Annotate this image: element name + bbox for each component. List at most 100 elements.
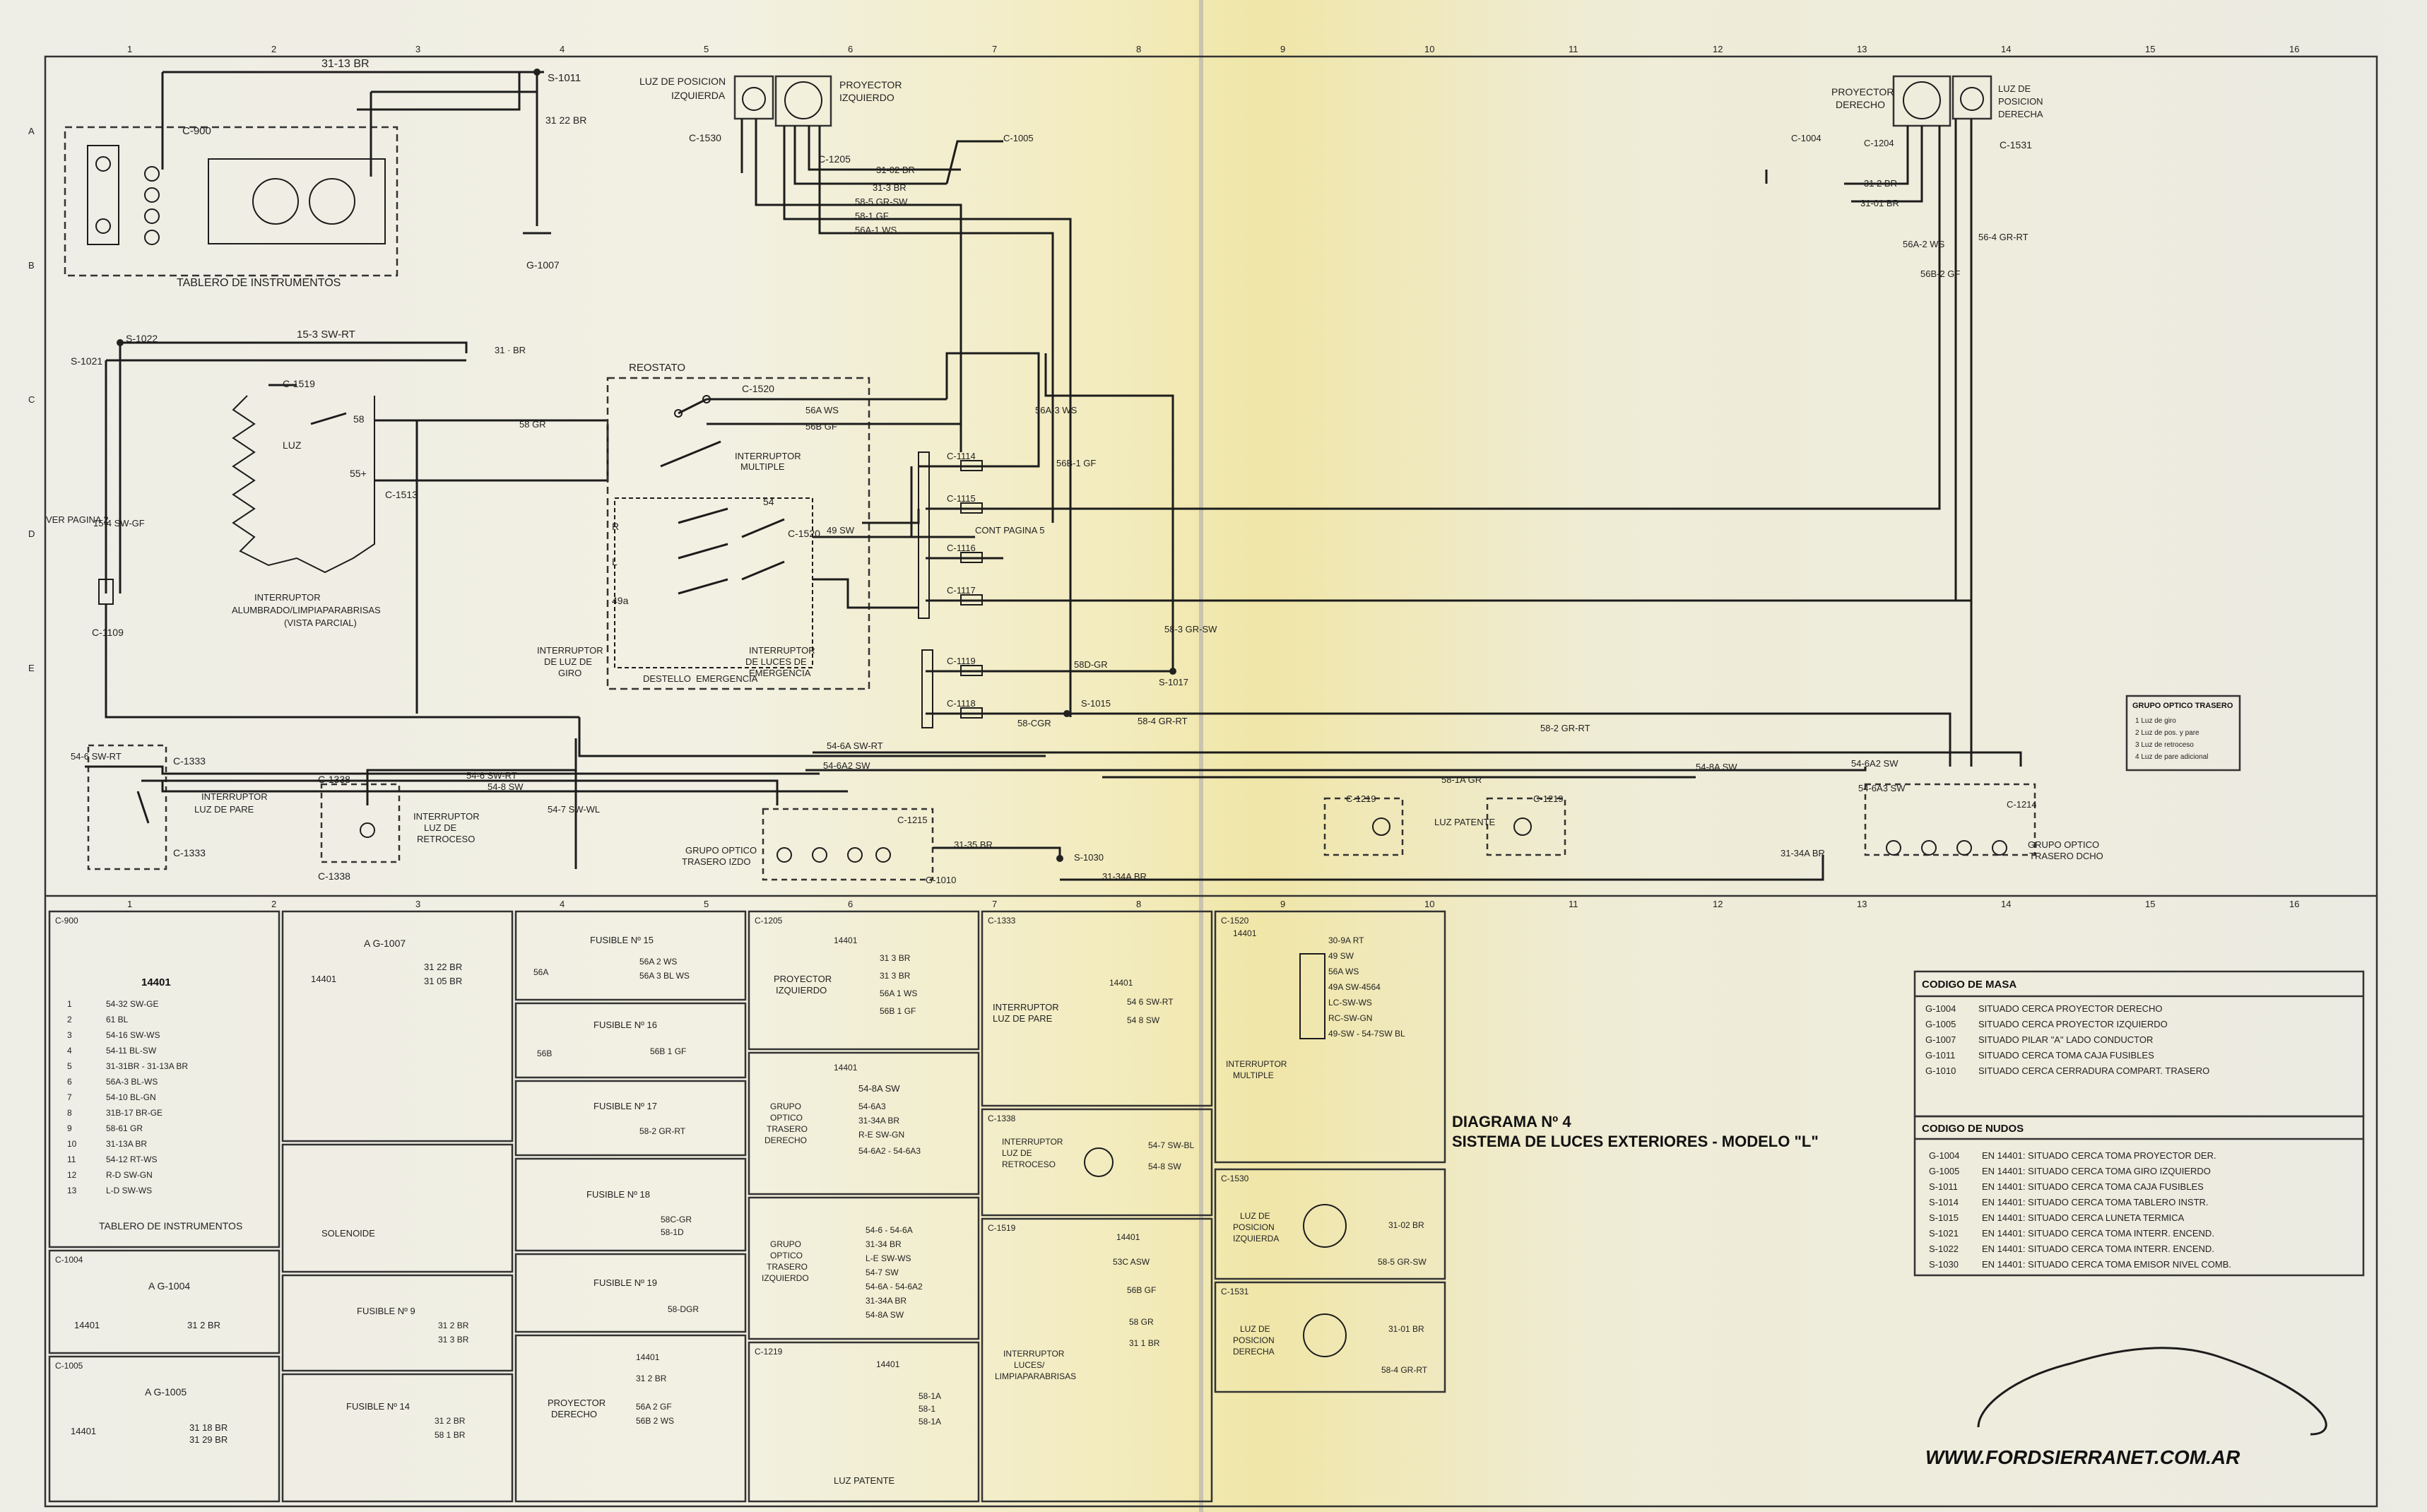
svg-text:56A 2 WS: 56A 2 WS — [639, 957, 677, 967]
svg-text:56B 2 WS: 56B 2 WS — [636, 1416, 674, 1426]
svg-text:TRASERO IZDO: TRASERO IZDO — [682, 856, 751, 867]
svg-text:31 29 BR: 31 29 BR — [189, 1434, 228, 1445]
pin-number: 9 — [67, 1123, 72, 1133]
svg-text:POSICION: POSICION — [1233, 1335, 1275, 1345]
svg-text:G-1007: G-1007 — [526, 259, 560, 271]
pin-wire-label: R-D SW-GN — [106, 1170, 153, 1180]
svg-text:C-1005: C-1005 — [55, 1361, 83, 1371]
svg-text:C-1530: C-1530 — [1221, 1174, 1249, 1183]
lamp-icon — [144, 166, 160, 182]
ground-code-description: SITUADO CERCA PROYECTOR IZQUIERDO — [1978, 1019, 2168, 1029]
svg-text:LUZ DE: LUZ DE — [424, 822, 457, 833]
node-code-description: EN 14401: SITUADO CERCA LUNETA TERMICA — [1982, 1212, 2185, 1223]
pin-number: 2 — [67, 1015, 72, 1024]
outer-frame — [44, 55, 2378, 1508]
svg-text:S-1017: S-1017 — [1159, 677, 1188, 687]
grid-column-label: 6 — [848, 44, 853, 54]
ground-code: G-1007 — [1925, 1034, 1956, 1045]
svg-text:INTERRUPTOR: INTERRUPTOR — [1002, 1137, 1063, 1147]
pin-wire-label: 49-SW - 54-7SW BL — [1328, 1029, 1405, 1039]
switch-contact-icon — [360, 822, 375, 838]
car-silhouette-icon — [1977, 1347, 2327, 1436]
light-wiper-switch: C-1519 LUZ INTERRUPTOR ALUMBRADO/LIMPIAP… — [232, 378, 418, 628]
svg-text:C-1333: C-1333 — [988, 916, 1016, 926]
grid-column-label: 14 — [2001, 899, 2011, 909]
svg-text:31-34A BR: 31-34A BR — [858, 1116, 899, 1126]
svg-text:54-8A SW: 54-8A SW — [858, 1083, 900, 1094]
svg-text:R-E SW-GN: R-E SW-GN — [858, 1130, 904, 1140]
pin-wire-label: 31-31BR - 31-13A BR — [106, 1061, 188, 1071]
svg-text:PROYECTOR: PROYECTOR — [774, 974, 832, 984]
svg-text:C-1205: C-1205 — [818, 153, 851, 165]
svg-text:PROYECTOR: PROYECTOR — [1831, 86, 1894, 98]
svg-text:56B GF: 56B GF — [1127, 1285, 1156, 1295]
svg-text:DERECHO: DERECHO — [551, 1409, 597, 1419]
grid-column-label: 8 — [1136, 44, 1141, 54]
left-headlamp-assembly: LUZ DE POSICION IZQUIERDA PROYECTOR IZQU… — [639, 75, 902, 165]
stop-switch-block: C-1333 C-1333 INTERRUPTOR LUZ DE PARE — [87, 744, 268, 870]
pin-number: 4 — [67, 1046, 72, 1056]
svg-text:31 2 BR: 31 2 BR — [435, 1416, 466, 1426]
svg-text:56B 1 GF: 56B 1 GF — [880, 1006, 916, 1016]
pin-wire-label: LC-SW-WS — [1328, 998, 1372, 1008]
grid-column-label: 9 — [1280, 899, 1285, 909]
grid-column-label: 15 — [2145, 899, 2155, 909]
pin-wire-label: 49 SW — [1328, 951, 1354, 961]
pin-number: 1 — [67, 999, 72, 1009]
svg-text:58-5 GR-SW: 58-5 GR-SW — [855, 196, 908, 207]
grid-column-label: 11 — [1569, 899, 1578, 909]
instrument-panel-block: TABLERO DE INSTRUMENTOS C-900 — [64, 125, 398, 289]
grid-column-label: 5 — [704, 44, 709, 54]
svg-text:INTERRUPTOR: INTERRUPTOR — [537, 645, 603, 656]
svg-text:56B GF: 56B GF — [805, 421, 837, 432]
svg-text:LUZ DE: LUZ DE — [1998, 83, 2031, 94]
svg-text:FUSIBLE Nº 15: FUSIBLE Nº 15 — [590, 935, 654, 945]
svg-text:58-1A: 58-1A — [919, 1391, 941, 1401]
svg-text:56B-2 GF: 56B-2 GF — [1920, 268, 1960, 279]
svg-text:3 Luz de retroceso: 3 Luz de retroceso — [2135, 741, 2194, 749]
svg-text:56B 1 GF: 56B 1 GF — [650, 1046, 686, 1056]
ground-code: G-1010 — [1925, 1065, 1956, 1076]
svg-text:TRASERO: TRASERO — [767, 1124, 808, 1134]
svg-text:S-1022: S-1022 — [126, 333, 158, 344]
diagram-title: DIAGRAMA Nº 4 — [1452, 1113, 1571, 1130]
svg-text:31-01 BR: 31-01 BR — [1388, 1324, 1424, 1334]
ground-code-description: SITUADO CERCA PROYECTOR DERECHO — [1978, 1003, 2163, 1014]
svg-text:58-5 GR-SW: 58-5 GR-SW — [1378, 1257, 1427, 1267]
svg-text:L: L — [612, 556, 618, 567]
pin-wire-label: 31B-17 BR-GE — [106, 1108, 163, 1118]
svg-text:C-1520: C-1520 — [1221, 916, 1249, 926]
fuse-connectors: C-1114 C-1115 C-1116 C-1117 C-1119 C-111… — [918, 451, 1003, 728]
grid-column-label: 4 — [560, 899, 565, 909]
pin-number: 11 — [67, 1154, 76, 1164]
pin-number: 12 — [67, 1170, 77, 1180]
svg-text:58-3 GR-SW: 58-3 GR-SW — [1164, 624, 1217, 634]
svg-text:INTERRUPTOR: INTERRUPTOR — [201, 791, 268, 802]
svg-text:TRASERO: TRASERO — [767, 1262, 808, 1272]
svg-text:C-900: C-900 — [55, 916, 78, 926]
grid-column-label: 7 — [992, 44, 997, 54]
svg-text:LUZ DE: LUZ DE — [1240, 1324, 1270, 1334]
svg-text:54-6A2 SW: 54-6A2 SW — [1851, 758, 1899, 769]
svg-text:31 3 BR: 31 3 BR — [880, 971, 911, 981]
svg-text:14401: 14401 — [636, 1352, 660, 1362]
lamp-icon — [1921, 840, 1937, 856]
rheostat-multiswitch-block: REOSTATO C-1520 INTERRUPTOR MULTIPLE 54 … — [537, 362, 870, 690]
pin-wire-label: 31-34 BR — [866, 1239, 902, 1249]
svg-text:SOLENOIDE: SOLENOIDE — [321, 1228, 375, 1239]
svg-text:G-1010: G-1010 — [926, 875, 956, 885]
svg-text:15-3 SW-RT: 15-3 SW-RT — [297, 329, 355, 341]
svg-text:GRUPO: GRUPO — [770, 1101, 801, 1111]
lamp-icon — [812, 847, 827, 863]
rear-group-legend: GRUPO OPTICO TRASERO 1 Luz de giro 2 Luz… — [2125, 695, 2241, 772]
svg-text:FUSIBLE Nº 19: FUSIBLE Nº 19 — [594, 1277, 657, 1288]
svg-text:58D-GR: 58D-GR — [1074, 659, 1108, 670]
svg-text:LIMPIAPARABRISAS: LIMPIAPARABRISAS — [995, 1371, 1076, 1381]
node-code: G-1005 — [1929, 1166, 1959, 1176]
svg-text:31 05 BR: 31 05 BR — [424, 976, 462, 986]
grid-row-label: B — [28, 260, 35, 271]
pin-wire-label: 54-11 BL-SW — [106, 1046, 157, 1056]
svg-text:LUZ DE: LUZ DE — [1002, 1148, 1032, 1158]
node-code-description: EN 14401: SITUADO CERCA TOMA PROYECTOR D… — [1982, 1150, 2216, 1161]
